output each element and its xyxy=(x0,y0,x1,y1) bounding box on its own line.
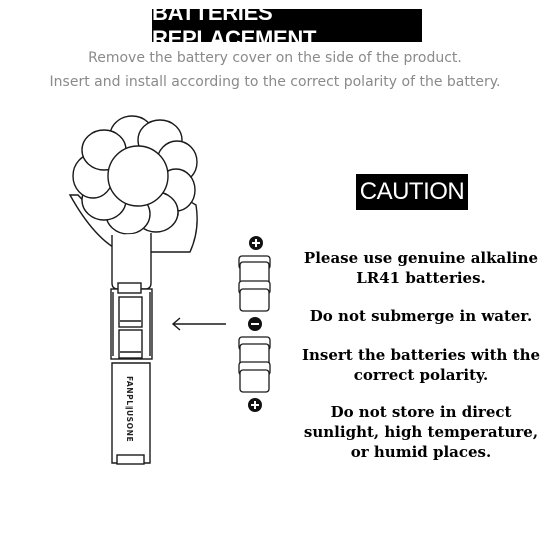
plus-icon xyxy=(249,236,263,250)
caution-note-2: Do not submerge in water. xyxy=(309,307,533,325)
caution-note-1: Please use genuine alkaline LR41 batteri… xyxy=(303,249,539,287)
instruction-line-1: Remove the battery cover on the side of … xyxy=(88,50,462,66)
arrow-left-icon xyxy=(171,317,226,331)
caution-heading: CAUTION xyxy=(356,174,468,210)
flower-petals xyxy=(72,115,198,235)
instruction-line-2: Insert and install according to the corr… xyxy=(49,74,501,90)
neck xyxy=(111,233,152,290)
battery-stack-bottom xyxy=(238,336,271,393)
minus-icon xyxy=(248,317,262,331)
handle xyxy=(111,362,151,464)
plus-icon xyxy=(248,398,262,412)
caution-note-4: Do not store in direct sunlight, high te… xyxy=(303,403,539,461)
caution-note-3: Insert the batteries with the correct po… xyxy=(301,346,541,384)
brand-text: FANPL∥USONE xyxy=(125,376,134,442)
battery-stack-top xyxy=(238,255,271,312)
